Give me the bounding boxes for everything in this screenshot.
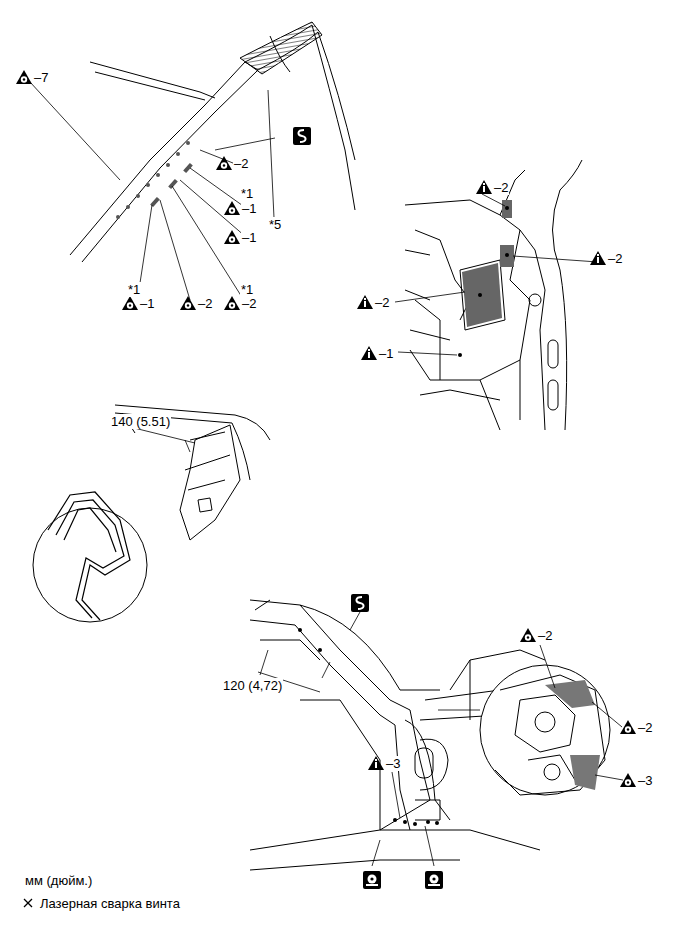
- callout-number: –2: [197, 296, 213, 311]
- callout-number: –2: [241, 296, 257, 311]
- callout-number: *5: [268, 217, 282, 232]
- callout-number: –3: [385, 756, 401, 771]
- dimension-label: 120 (4,72): [222, 678, 283, 693]
- callout-number: –2: [607, 251, 623, 266]
- callout-number: –2: [233, 156, 249, 171]
- callout-number: –3: [637, 773, 653, 788]
- callout-number: –1: [139, 296, 155, 311]
- callout-number: *1: [127, 282, 141, 297]
- callout-number: –2: [493, 180, 509, 195]
- callout-number: *1: [240, 186, 254, 201]
- callout-number: –1: [241, 230, 257, 245]
- callout-number: –1: [378, 346, 394, 361]
- callout-number: *1: [240, 282, 254, 297]
- dimension-label: 140 (5.51): [110, 414, 171, 429]
- legend-text: Лазерная сварка винта: [40, 896, 180, 911]
- unit-note: мм (дюйм.): [24, 873, 93, 888]
- callout-number: –2: [537, 628, 553, 643]
- callout-number: –1: [241, 201, 257, 216]
- callout-number: –2: [374, 295, 390, 310]
- callout-number: –2: [637, 720, 653, 735]
- callout-number: –7: [33, 70, 49, 85]
